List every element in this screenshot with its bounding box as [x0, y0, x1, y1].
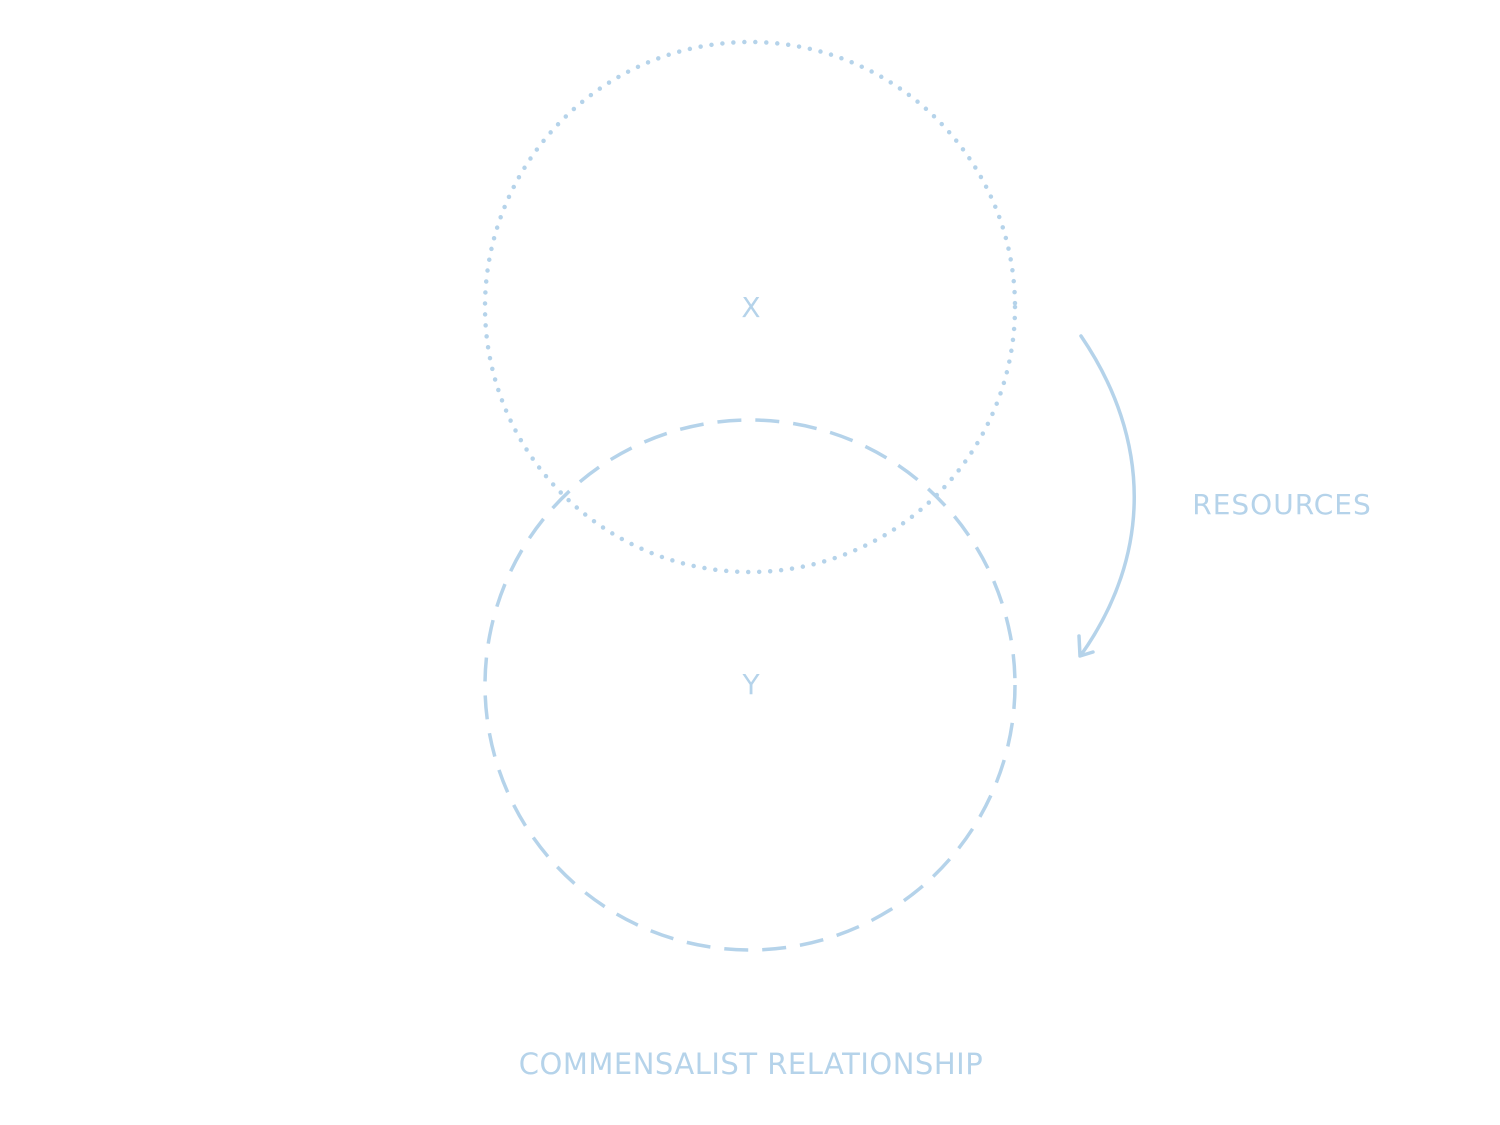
resource-flow-arrow-icon — [1077, 334, 1136, 658]
resources-label: RESOURCES — [1192, 488, 1372, 521]
diagram-caption: COMMENSALIST RELATIONSHIP — [519, 1047, 983, 1081]
organism-x-circle — [482, 39, 1018, 575]
organism-x-label: X — [741, 291, 760, 324]
organism-y-circle — [483, 418, 1017, 952]
organism-y-label: Y — [741, 668, 760, 701]
